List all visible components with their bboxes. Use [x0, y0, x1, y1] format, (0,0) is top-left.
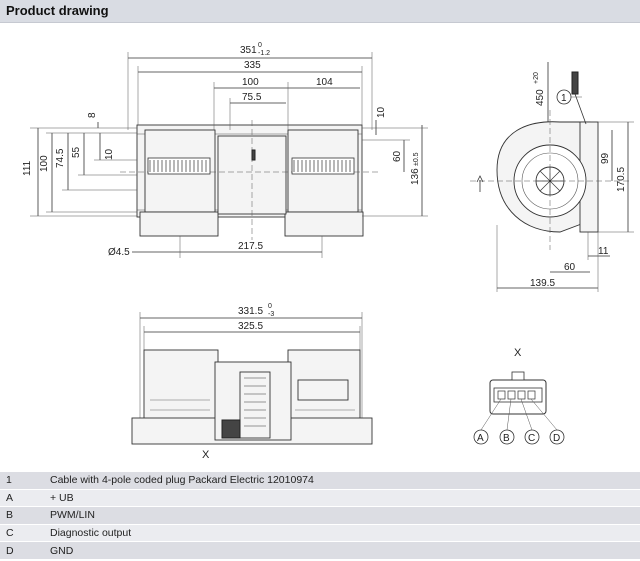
dim-104: 104 [316, 77, 333, 88]
dim-75-5: 75.5 [242, 92, 262, 103]
connector-detail: X A B C D [473, 347, 565, 445]
dim-136-tol: ±0.5 [413, 152, 420, 166]
legend-key: C [0, 524, 44, 543]
front-view-x-label: X [202, 449, 210, 461]
legend-row: C Diagnostic output [0, 524, 640, 543]
dim-325-5: 325.5 [238, 321, 263, 332]
dim-450: 450 [535, 89, 546, 106]
pin-c [517, 390, 526, 400]
legend-value: Diagnostic output [44, 524, 640, 543]
dim-136: 136 [410, 168, 421, 185]
dim-55: 55 [71, 146, 82, 158]
dim-351-tol-top: 0 [258, 42, 262, 49]
front-plug [221, 419, 241, 439]
legend-value: + UB [44, 489, 640, 508]
side-view: 1 450 +20 99 170.5 11 60 139.5 [470, 62, 634, 292]
legend-row: D GND [0, 541, 640, 560]
dim-99: 99 [600, 152, 611, 164]
legend-row: A + UB [0, 489, 640, 508]
legend-key: 1 [0, 472, 44, 490]
pin-a [497, 390, 506, 400]
dim-74-5: 74.5 [55, 148, 66, 168]
dim-170-5: 170.5 [616, 167, 627, 192]
legend-key: D [0, 541, 44, 560]
legend-value: GND [44, 541, 640, 560]
dim-4-5: Ø4.5 [108, 247, 130, 258]
dim-139-5: 139.5 [530, 278, 555, 289]
section-title: Product drawing [6, 3, 109, 18]
dim-11: 11 [598, 246, 609, 257]
legend-row: B PWM/LIN [0, 506, 640, 525]
pin-label-d: D [553, 433, 560, 444]
callout-1-label: 1 [561, 93, 567, 104]
dim-100-left: 100 [39, 155, 50, 172]
legend-key: B [0, 506, 44, 525]
legend-table: 1 Cable with 4-pole coded plug Packard E… [0, 472, 640, 560]
dim-100: 100 [242, 77, 259, 88]
connector-x-label: X [514, 347, 522, 359]
legend-value: PWM/LIN [44, 506, 640, 525]
right-impeller [291, 157, 355, 175]
dim-351-tol-bot: -1.2 [258, 50, 270, 57]
motor-front [239, 371, 271, 439]
product-drawing: 351 0 -1.2 335 100 104 75.5 111 100 74.5… [22, 42, 634, 461]
left-impeller [147, 157, 211, 175]
dim-217-5: 217.5 [238, 241, 263, 252]
dim-60-side: 60 [564, 262, 576, 273]
dim-8: 8 [87, 112, 98, 118]
dim-10-right: 10 [376, 106, 387, 118]
pin-b [507, 390, 516, 400]
dim-450-tol: +20 [533, 72, 540, 84]
pin-label-a: A [477, 433, 484, 444]
dim-111: 111 [22, 160, 33, 176]
dim-331-tol-top: 0 [268, 303, 272, 310]
dim-60-top: 60 [392, 150, 403, 162]
right-foot [284, 211, 364, 237]
legend-key: A [0, 489, 44, 508]
section-header: Product drawing [0, 0, 640, 23]
legend-row: 1 Cable with 4-pole coded plug Packard E… [0, 472, 640, 490]
legend-value: Cable with 4-pole coded plug Packard Ele… [44, 472, 640, 490]
cable-plug [571, 71, 579, 95]
pin-label-b: B [503, 433, 510, 444]
dim-10-left: 10 [104, 148, 115, 160]
top-view: 351 0 -1.2 335 100 104 75.5 111 100 74.5… [22, 42, 428, 258]
dim-331-tol-bot: -3 [268, 311, 274, 318]
dim-335: 335 [244, 60, 261, 71]
dim-331-5: 331.5 [238, 306, 263, 317]
front-view: 331.5 0 -3 325.5 X [131, 303, 373, 461]
dim-351: 351 [240, 45, 257, 56]
left-foot [139, 211, 219, 237]
pin-label-c: C [528, 433, 535, 444]
pin-d [527, 390, 536, 400]
